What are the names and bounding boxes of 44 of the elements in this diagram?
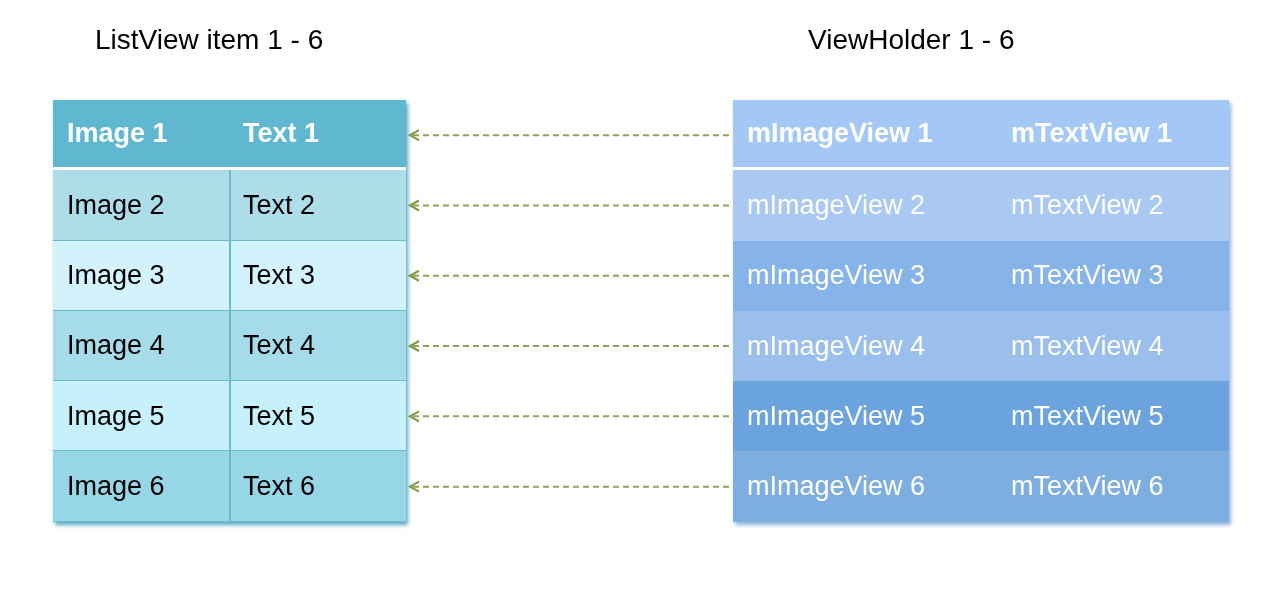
dashed-arrow: [408, 410, 730, 423]
cell-text: Text 6: [243, 469, 316, 503]
dashed-arrow: [408, 480, 730, 493]
table-row: [733, 381, 1229, 452]
cell-text: mTextView 6: [1011, 470, 1164, 504]
table-title: ListView item 1 - 6: [94, 23, 325, 57]
cell-text: mImageView 1: [747, 117, 933, 151]
table-row: [733, 240, 1229, 311]
dashed-arrow: [408, 129, 730, 142]
cell-text: Text 4: [243, 329, 316, 363]
cell-text: mTextView 1: [1011, 117, 1173, 151]
cell-text: mImageView 3: [747, 259, 926, 293]
cell-text: Text 1: [243, 117, 320, 151]
cell-text: Image 3: [67, 259, 165, 292]
cell-text: mTextView 4: [1011, 329, 1164, 363]
table-row: [53, 240, 406, 311]
cell-text: mTextView 5: [1011, 400, 1164, 434]
cell-text: mTextView 2: [1011, 189, 1164, 223]
table-row: [733, 310, 1229, 382]
cell-text: mImageView 2: [747, 189, 926, 223]
cell-text: mImageView 5: [747, 400, 926, 434]
cell-text: Image 2: [67, 188, 165, 222]
cell-text: mImageView 6: [747, 470, 926, 504]
cell-text: Image 1: [67, 117, 168, 151]
table-title: ViewHolder 1 - 6: [807, 23, 1016, 57]
cell-text: Text 2: [243, 188, 316, 222]
table-row: [53, 381, 406, 452]
cell-text: Image 6: [67, 469, 165, 503]
dashed-arrow: [408, 339, 730, 353]
header-row: [53, 100, 406, 171]
table-row: [53, 310, 406, 382]
table-row: [53, 451, 406, 522]
cell-text: Text 5: [243, 399, 316, 433]
cell-text: Text 3: [243, 259, 316, 292]
cell-text: Image 5: [67, 399, 165, 433]
table-row: [733, 451, 1229, 522]
header-row: [733, 100, 1229, 171]
cell-text: mTextView 3: [1011, 259, 1164, 293]
cell-text: Image 4: [67, 329, 165, 363]
table-row: [733, 170, 1229, 241]
dashed-arrow: [408, 269, 730, 282]
table-row: [53, 170, 406, 241]
cell-text: mImageView 4: [747, 329, 926, 363]
dashed-arrow: [408, 199, 730, 212]
